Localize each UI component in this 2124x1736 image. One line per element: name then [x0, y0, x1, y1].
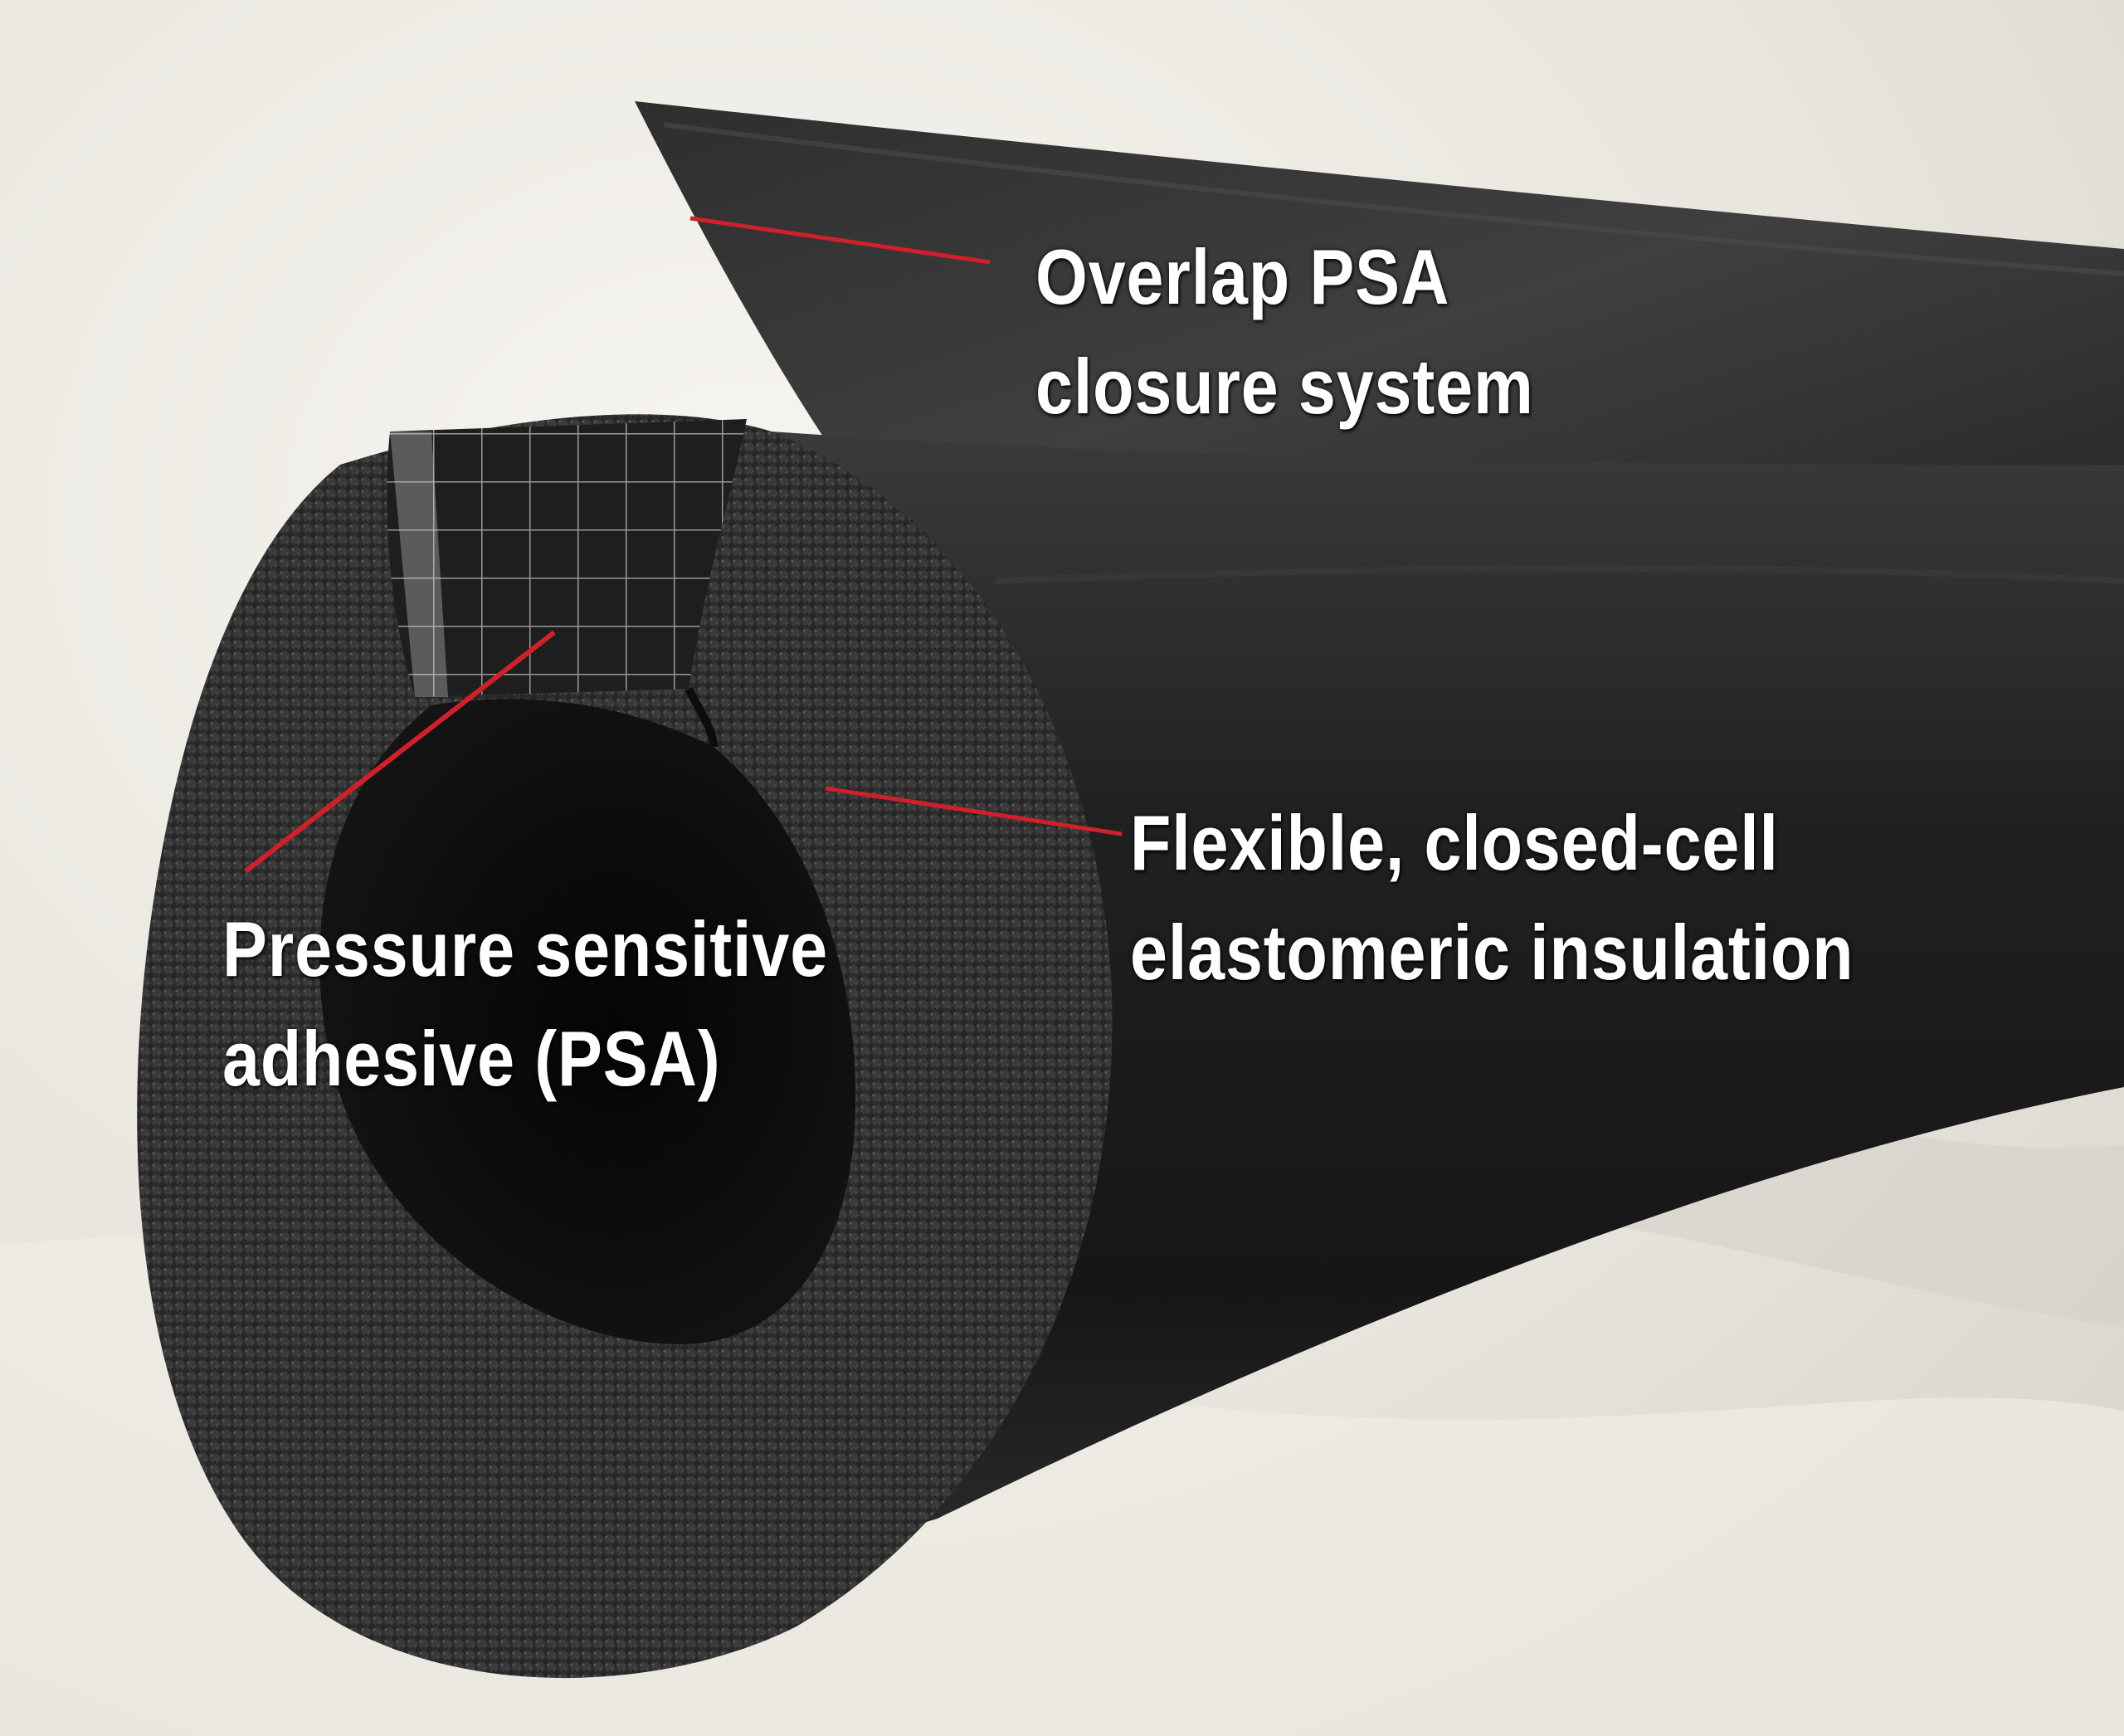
psa-label-line1: Pressure sensitive: [222, 905, 829, 992]
pressure-sensitive-adhesive-label: Pressure sensitive adhesive (PSA): [222, 895, 828, 1114]
insulation-label-line2: elastomeric insulation: [1130, 909, 1854, 996]
insulation-label-line1: Flexible, closed-cell: [1130, 799, 1779, 886]
elastomeric-insulation-label: Flexible, closed-cell elastomeric insula…: [1130, 788, 1854, 1007]
overlap-psa-label: Overlap PSA closure system: [1035, 222, 1534, 441]
leader-line-psa: [244, 630, 556, 874]
psa-label-line2: adhesive (PSA): [222, 1015, 721, 1102]
overlap-label-line2: closure system: [1035, 343, 1534, 430]
leader-line-insulation: [825, 786, 1123, 836]
leader-line-overlap: [689, 216, 991, 265]
overlap-label-line1: Overlap PSA: [1035, 233, 1450, 320]
